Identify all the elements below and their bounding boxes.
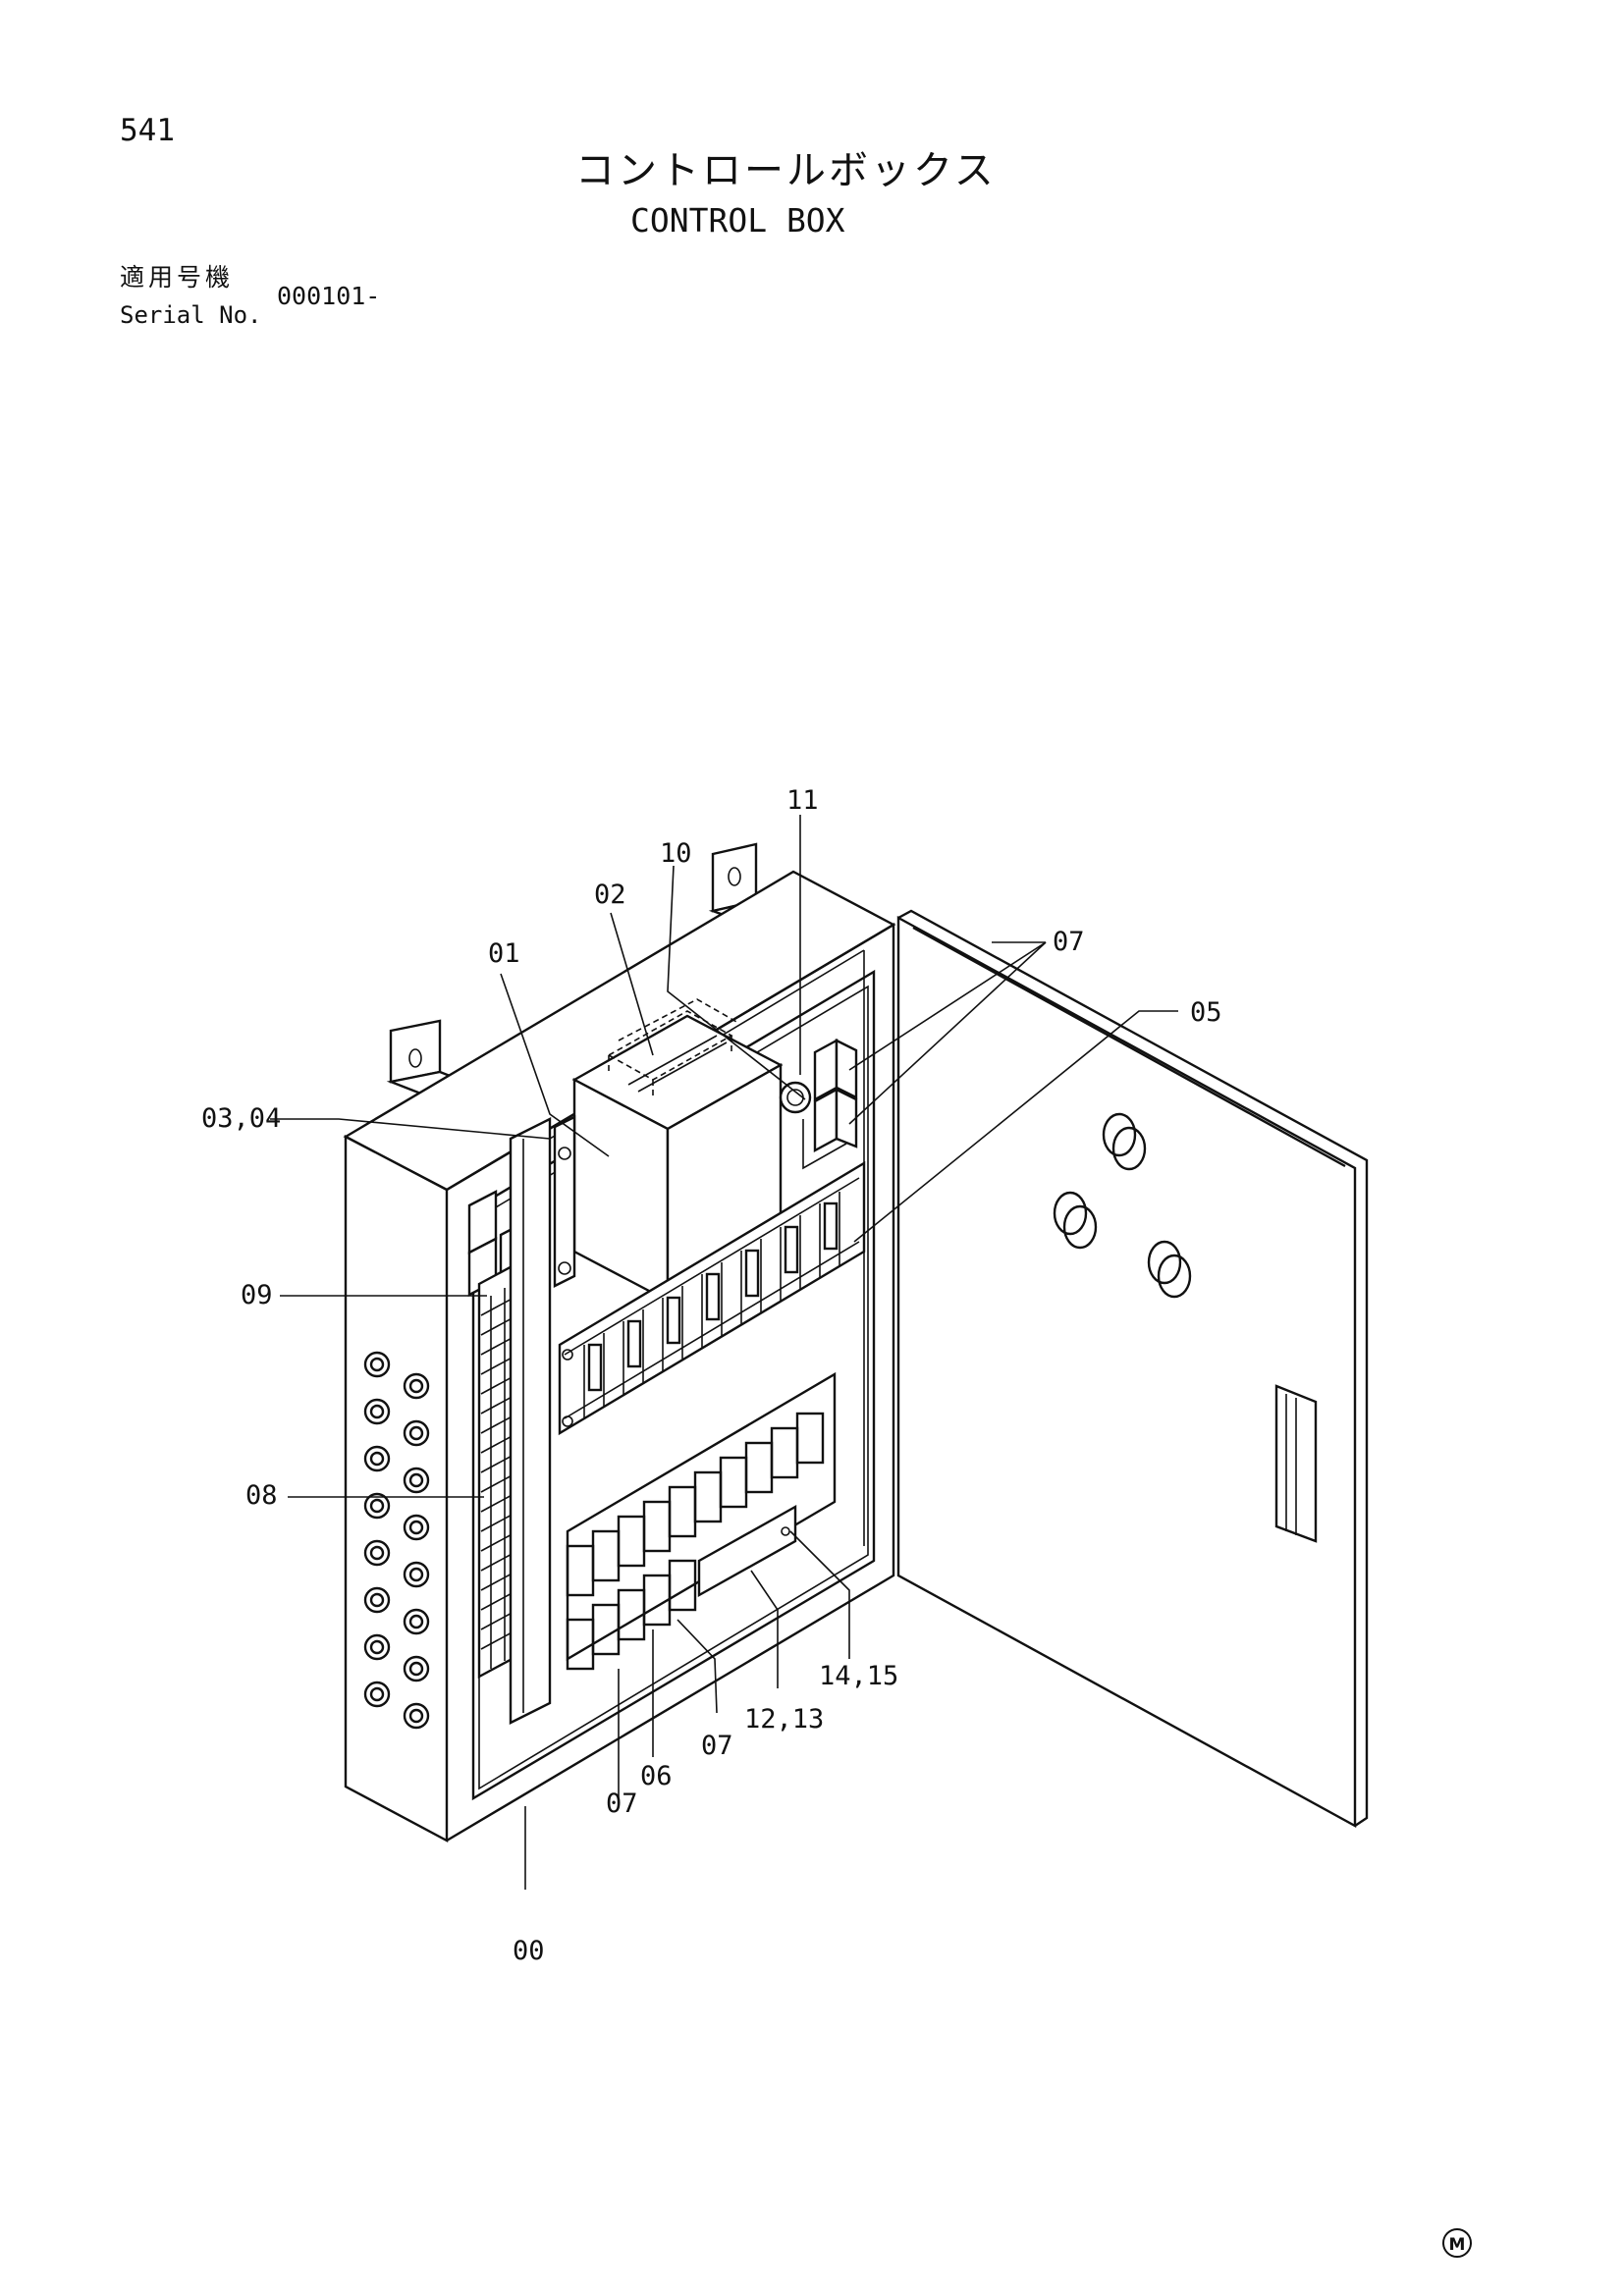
callout-07-bottom-right: 07 <box>701 1731 733 1761</box>
corner-m-mark: M <box>1442 2228 1472 2258</box>
page-number: 541 <box>120 113 175 148</box>
title-english: CONTROL BOX <box>630 201 845 240</box>
side-connectors <box>363 1351 430 1730</box>
serial-number-value: 000101- <box>277 282 381 310</box>
callout-14-15: 14,15 <box>819 1661 898 1691</box>
serial-label-japanese: 適用号機 <box>120 263 235 292</box>
relay-and-switches <box>779 1038 858 1170</box>
callout-12-13: 12,13 <box>744 1704 824 1735</box>
callout-10: 10 <box>660 838 692 869</box>
cabinet-door <box>896 909 1369 1829</box>
callout-07-top: 07 <box>1053 927 1085 957</box>
fuse-block <box>558 1160 866 1436</box>
callout-03-04: 03,04 <box>201 1103 281 1134</box>
callout-01: 01 <box>488 938 520 969</box>
callout-05: 05 <box>1190 997 1222 1028</box>
callout-07-bottom-left: 07 <box>606 1789 638 1819</box>
terminal-strip <box>467 1117 552 1725</box>
callout-09: 09 <box>241 1280 273 1310</box>
relay-bank <box>566 1371 837 1671</box>
callout-labels: 00 01 02 03,04 05 06 07 07 07 08 09 10 1… <box>201 785 1222 1966</box>
leader-lines <box>270 815 1178 1890</box>
callout-00: 00 <box>513 1936 545 1966</box>
callout-02: 02 <box>594 880 626 910</box>
controller-unit <box>553 998 784 1304</box>
callout-11: 11 <box>786 785 819 816</box>
callout-06: 06 <box>640 1761 673 1791</box>
serial-label-english: Serial No. <box>120 301 262 329</box>
callout-08: 08 <box>245 1480 278 1511</box>
title-japanese: コントロールボックス <box>575 148 997 193</box>
